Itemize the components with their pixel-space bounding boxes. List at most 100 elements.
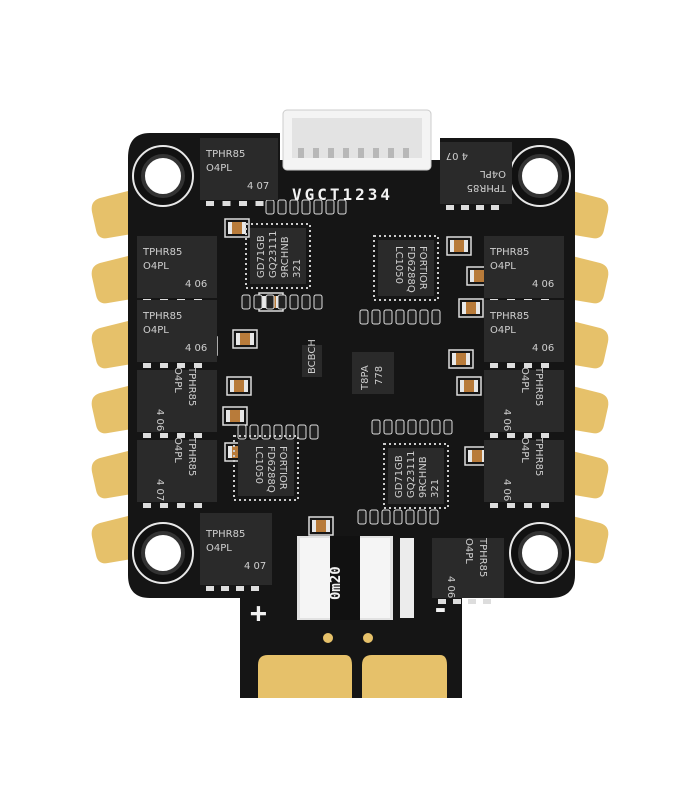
- mosfet-label: O4PL: [480, 168, 506, 179]
- mosfet-label: O4PL: [206, 543, 232, 554]
- mosfet-label: TPHR85: [533, 436, 544, 476]
- connector-pin: [328, 148, 334, 158]
- motor-pad: [568, 515, 609, 564]
- resistor: [301, 294, 311, 310]
- resistor: [393, 509, 403, 525]
- resistor: [431, 309, 441, 325]
- resistor: [337, 199, 347, 215]
- resistor: [395, 309, 405, 325]
- mosfet-label: 4 06: [185, 343, 207, 354]
- resistor: [443, 419, 453, 435]
- resistor: [241, 294, 251, 310]
- connector-pin: [373, 148, 379, 158]
- motor-pad: [568, 190, 609, 239]
- resistor: [431, 419, 441, 435]
- resistor: [429, 509, 439, 525]
- capacitor: [460, 380, 478, 392]
- resistor: [407, 419, 417, 435]
- resistor: [359, 309, 369, 325]
- ic-label: LC1050: [393, 246, 404, 284]
- ic-label: GQ23111: [406, 451, 417, 498]
- ic-label: FD6288Q: [265, 446, 276, 493]
- mosfet-label: TPHR85: [533, 366, 544, 406]
- motor-pad: [568, 320, 609, 369]
- ic-label: FD6288Q: [405, 246, 416, 293]
- resistor: [289, 294, 299, 310]
- mosfet-label: O4PL: [490, 325, 516, 336]
- capacitor: [236, 333, 254, 345]
- ic-label: 321: [430, 479, 441, 498]
- shunt-label: 0m20: [328, 566, 344, 600]
- capacitor: [228, 222, 246, 234]
- mounting-holes: [132, 145, 571, 584]
- connector-pin: [343, 148, 349, 158]
- resistor: [253, 294, 263, 310]
- resistor: [313, 199, 323, 215]
- capacitor: [312, 520, 330, 532]
- motor-pad: [91, 385, 132, 434]
- resistor: [417, 509, 427, 525]
- mosfet-label: 4 07: [446, 150, 468, 161]
- ic-label: GD71GB: [394, 455, 405, 498]
- ic-label: FORTIOR: [417, 246, 428, 290]
- mosfet-label: TPHR85: [142, 311, 182, 322]
- mosfet-label: O4PL: [519, 367, 530, 393]
- ic-label: GQ23111: [268, 231, 279, 278]
- mosfet-label: TPHR85: [489, 311, 529, 322]
- resistor: [297, 424, 307, 440]
- connector-pin: [313, 148, 319, 158]
- minus-label: -: [432, 592, 449, 625]
- ic-label: 9RCHNB: [418, 456, 429, 498]
- capacitor: [226, 410, 244, 422]
- resistor: [371, 419, 381, 435]
- mosfet-label: O4PL: [172, 437, 183, 463]
- motor-pads: [91, 190, 609, 564]
- motor-pad: [91, 450, 132, 499]
- resistor: [369, 509, 379, 525]
- resistor: [395, 419, 405, 435]
- resistor: [383, 309, 393, 325]
- power-pads: [258, 633, 447, 698]
- resistor: [371, 309, 381, 325]
- mosfet-label: O4PL: [143, 261, 169, 272]
- connector: [282, 109, 432, 171]
- connector-label: VGCT1234: [292, 185, 393, 204]
- capacitor: [230, 380, 248, 392]
- mosfet-label: TPHR85: [467, 182, 507, 193]
- mosfet-label: O4PL: [490, 261, 516, 272]
- small-chip-t8pa: T8PA 778: [352, 352, 394, 394]
- motor-pad: [91, 190, 132, 239]
- shunt-resistor: 0m20: [297, 536, 414, 620]
- mosfet-label: 4 06: [501, 409, 512, 431]
- mosfet: TPHR85 O4PL 4 07: [440, 142, 512, 210]
- mosfet-label: 4 06: [532, 343, 554, 354]
- capacitor: [450, 240, 468, 252]
- mosfet-label: TPHR85: [205, 529, 245, 540]
- mosfet-label: O4PL: [206, 163, 232, 174]
- resistor: [383, 419, 393, 435]
- capacitor: [468, 450, 486, 462]
- ic-label: 9RCHNB: [280, 236, 291, 278]
- resistor: [301, 199, 311, 215]
- capacitor: [462, 302, 480, 314]
- resistor: [265, 294, 275, 310]
- resistor: [289, 199, 299, 215]
- mosfet-label: 4 06: [532, 279, 554, 290]
- resistor: [419, 309, 429, 325]
- resistor: [357, 509, 367, 525]
- chip-label: BCBCH: [307, 339, 318, 374]
- resistor: [407, 309, 417, 325]
- mosfet-label: O4PL: [172, 367, 183, 393]
- mosfet-label: TPHR85: [142, 247, 182, 258]
- resistor: [265, 199, 275, 215]
- motor-pad: [91, 255, 132, 304]
